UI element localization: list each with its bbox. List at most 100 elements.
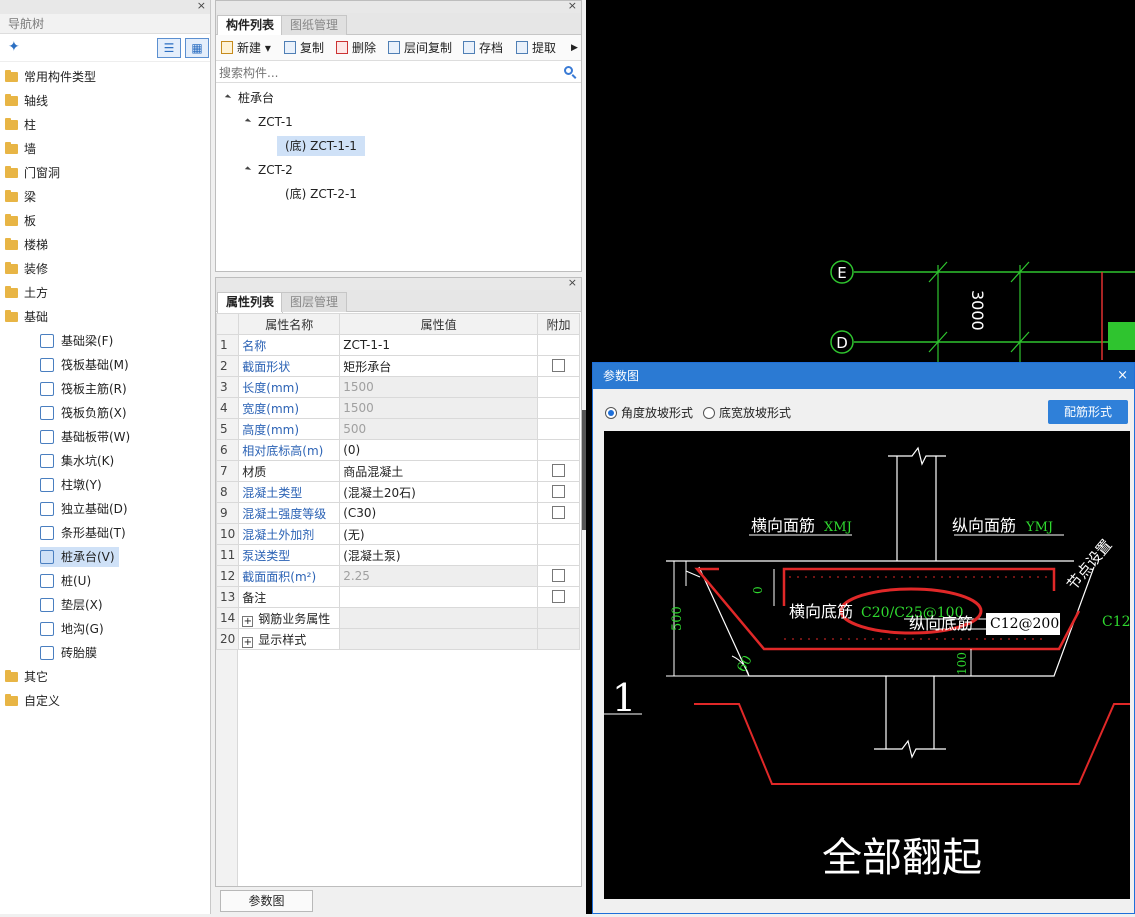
property-value[interactable]: (混凝土泵) (339, 544, 539, 566)
nav-sub-item[interactable]: 地沟(G) (40, 619, 108, 639)
property-value[interactable] (339, 586, 539, 608)
search-input[interactable] (216, 63, 546, 82)
nav-sub-item[interactable]: 集水坑(K) (40, 451, 118, 471)
copy-button[interactable]: 复制 (284, 39, 324, 57)
more-arrow-icon[interactable]: ▶ (571, 43, 578, 53)
property-value[interactable]: 1500 (339, 376, 539, 398)
nav-sub-item[interactable]: 桩承台(V) (40, 547, 119, 567)
nav-item[interactable]: 柱 (5, 115, 36, 135)
expand-icon[interactable] (224, 94, 232, 101)
nav-sub-item[interactable]: 柱墩(Y) (40, 475, 106, 495)
radio-width-slope[interactable]: 底宽放坡形式 (703, 404, 791, 421)
tree-node-root[interactable]: 桩承台 (224, 88, 274, 108)
close-icon[interactable]: × (1117, 368, 1128, 383)
archive-button[interactable]: 存档 (463, 39, 503, 57)
property-value[interactable] (339, 607, 539, 629)
tree-node-zct1-1[interactable]: (底) ZCT-1-1 (277, 136, 365, 156)
property-value[interactable]: (0) (339, 439, 539, 461)
extra-checkbox[interactable] (552, 506, 566, 519)
expand-icon[interactable] (244, 166, 252, 173)
expand-plus-icon[interactable]: + (242, 615, 254, 627)
list-view-icon[interactable]: ☰ (157, 38, 181, 58)
nav-item[interactable]: 轴线 (5, 91, 48, 111)
extra-checkbox[interactable] (552, 464, 566, 477)
nav-item[interactable]: 装修 (5, 259, 48, 279)
property-value[interactable]: (C30) (339, 502, 539, 524)
nav-sub-item[interactable]: 基础板带(W) (40, 427, 134, 447)
property-value[interactable]: ZCT-1-1 (339, 334, 539, 356)
nav-item[interactable]: 自定义 (5, 691, 60, 711)
nav-sub-item[interactable]: 筏板基础(M) (40, 355, 133, 375)
bottom-rebar-input[interactable]: C12@200 (986, 613, 1060, 635)
nav-item[interactable]: 梁 (5, 187, 36, 207)
nav-item[interactable]: 门窗洞 (5, 163, 60, 183)
property-value[interactable]: (无) (339, 523, 539, 545)
extra-checkbox[interactable] (552, 590, 566, 603)
nav-sub-item[interactable]: 基础梁(F) (40, 331, 117, 351)
nav-sub-item[interactable]: 筏板负筋(X) (40, 403, 131, 423)
expand-plus-icon[interactable]: + (242, 636, 254, 648)
nav-sub-item[interactable]: 独立基础(D) (40, 499, 132, 519)
close-icon[interactable]: × (567, 0, 577, 12)
tree-node-zct1[interactable]: ZCT-1 (244, 112, 293, 132)
extra-checkbox[interactable] (552, 359, 566, 372)
close-icon[interactable]: × (196, 0, 206, 12)
property-value[interactable] (339, 628, 539, 650)
extract-button[interactable]: 提取 (516, 39, 556, 57)
new-button[interactable]: 新建 ▾ (221, 39, 271, 57)
panel-splitter[interactable] (582, 410, 586, 530)
property-value[interactable]: 矩形承台 (339, 355, 539, 377)
search-icon[interactable] (564, 66, 573, 75)
nav-item[interactable]: 墙 (5, 139, 36, 159)
extra-checkbox[interactable] (552, 569, 566, 582)
nav-sub-item[interactable]: 桩(U) (40, 571, 95, 591)
rebar-form-button[interactable]: 配筋形式 (1048, 400, 1128, 424)
nav-item[interactable]: 常用构件类型 (5, 67, 96, 87)
tab-layer-management[interactable]: 图层管理 (281, 292, 348, 312)
tab-drawing-management[interactable]: 图纸管理 (281, 15, 348, 35)
property-row[interactable]: 14+钢筋业务属性 (215, 607, 580, 629)
nav-sub-item[interactable]: 垫层(X) (40, 595, 107, 615)
property-row[interactable]: 20+显示样式 (215, 628, 580, 650)
close-icon[interactable]: × (567, 276, 577, 289)
nav-sub-item[interactable]: 筏板主筋(R) (40, 379, 131, 399)
property-value[interactable]: 2.25 (339, 565, 539, 587)
property-value[interactable]: 商品混凝土 (339, 460, 539, 482)
tab-property-list[interactable]: 属性列表 (217, 292, 284, 313)
extra-checkbox[interactable] (552, 485, 566, 498)
radio-unchecked-icon[interactable] (703, 407, 715, 419)
add-sparkle-icon[interactable]: ✦ (8, 39, 20, 55)
grid-view-icon[interactable]: ▦ (185, 38, 209, 58)
nav-sub-item[interactable]: 条形基础(T) (40, 523, 130, 543)
tree-node-zct2[interactable]: ZCT-2 (244, 160, 293, 180)
expand-icon[interactable] (244, 118, 252, 125)
nav-item[interactable]: 其它 (5, 667, 48, 687)
param-figure-button[interactable]: 参数图 (220, 890, 313, 912)
nav-item[interactable]: 土方 (5, 283, 48, 303)
tab-component-list[interactable]: 构件列表 (217, 15, 284, 36)
nav-sub-item[interactable]: 砖胎膜 (40, 643, 101, 663)
radio-checked-icon[interactable] (605, 407, 617, 419)
tree-node-zct2-1[interactable]: (底) ZCT-2-1 (285, 184, 357, 204)
delete-button[interactable]: 删除 (336, 39, 376, 57)
property-value[interactable]: (混凝土20石) (339, 481, 539, 503)
nav-item[interactable]: 基础 (5, 307, 48, 327)
nav-item[interactable]: 楼梯 (5, 235, 48, 255)
nav-item[interactable]: 板 (5, 211, 36, 231)
floor-copy-button[interactable]: 层间复制 (388, 39, 452, 57)
property-value[interactable]: 500 (339, 418, 539, 440)
property-value[interactable]: 1500 (339, 397, 539, 419)
